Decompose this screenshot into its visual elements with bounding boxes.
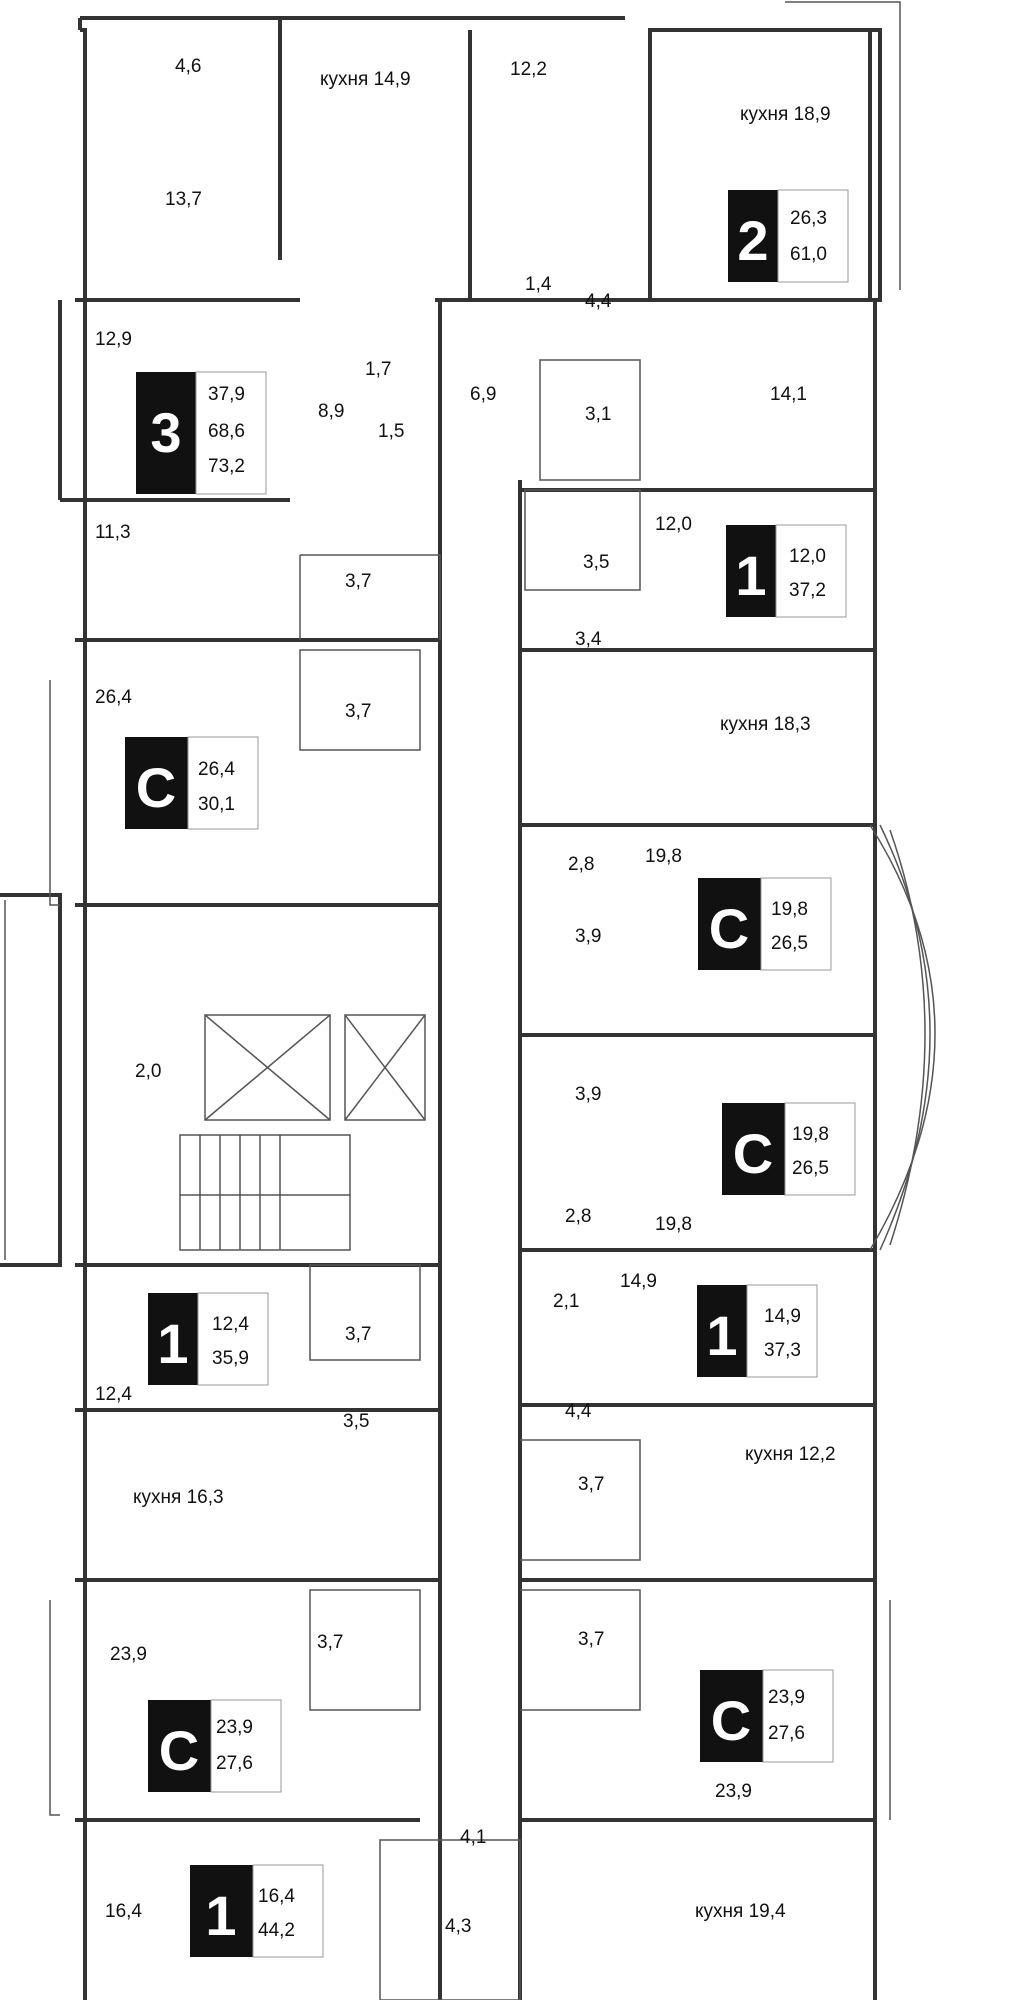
badge-area: 27,6	[216, 1753, 253, 1774]
badge-area: 35,9	[212, 1348, 249, 1369]
room-label: кухня 18,3	[720, 714, 811, 735]
badge-letter: С	[136, 756, 176, 819]
room-label: 19,8	[645, 846, 682, 867]
room-label: 23,9	[110, 1644, 147, 1665]
room-label: 3,1	[585, 404, 611, 425]
room-label: 8,9	[318, 401, 344, 422]
apartment-badge: С 23,9 27,6	[148, 1699, 282, 1793]
apartment-badge: 1 14,9 37,3	[697, 1284, 818, 1378]
room-label: кухня 16,3	[133, 1487, 224, 1508]
room-label: 4,4	[585, 291, 612, 312]
room-label: 3,9	[575, 926, 601, 947]
room-label: 16,4	[105, 1901, 142, 1922]
room-label: 1,7	[365, 359, 391, 380]
apartment-badge: С 23,9 27,6	[700, 1669, 834, 1763]
apartment-badge: С 19,8 26,5	[722, 1102, 856, 1196]
apartment-badges: 2 26,3 61,0 3 37,9 68,6 73,2 1 12,0 37,2…	[125, 189, 856, 1958]
badge-area: 30,1	[198, 794, 235, 815]
room-label: 12,4	[95, 1384, 132, 1405]
room-label: 3,4	[575, 629, 602, 650]
room-label: кухня 12,2	[745, 1444, 836, 1465]
room-label: 4,1	[460, 1827, 486, 1848]
apartment-badge: С 26,4 30,1	[125, 736, 259, 830]
apartment-badge: 1 12,0 37,2	[726, 524, 847, 618]
room-label: 3,7	[578, 1474, 604, 1495]
apartment-badge: 3 37,9 68,6 73,2	[136, 371, 267, 495]
room-label: 4,4	[565, 1401, 592, 1422]
room-labels: 4,6 кухня 14,9 12,2 кухня 18,9 13,7 1,4 …	[95, 56, 836, 1937]
badge-area: 27,6	[768, 1723, 805, 1744]
room-label: 23,9	[715, 1781, 752, 1802]
badge-letter: С	[709, 897, 749, 960]
room-label: 1,4	[525, 274, 552, 295]
room-label: 12,2	[510, 59, 547, 80]
room-label: 3,7	[578, 1629, 604, 1650]
badge-area: 26,5	[771, 933, 808, 954]
badge-area: 26,4	[198, 759, 235, 780]
elevator-2	[344, 1014, 426, 1121]
room-label: 2,1	[553, 1291, 579, 1312]
room-label: 2,8	[568, 854, 594, 875]
room-label: 3,5	[583, 552, 609, 573]
room-label: 3,7	[345, 701, 371, 722]
badge-area: 16,4	[258, 1886, 295, 1907]
room-label: 3,7	[345, 1324, 371, 1345]
badge-area: 23,9	[768, 1687, 805, 1708]
badge-letter: 2	[737, 209, 768, 272]
room-label: 3,9	[575, 1084, 601, 1105]
badge-area: 23,9	[216, 1717, 253, 1738]
badge-area: 14,9	[764, 1306, 801, 1327]
room-label: 4,3	[445, 1916, 471, 1937]
apartment-badge: 2 26,3 61,0	[728, 189, 849, 283]
badge-area: 37,2	[789, 580, 826, 601]
badge-area: 26,3	[790, 208, 827, 229]
staircase	[179, 1134, 351, 1251]
room-label: 1,5	[378, 421, 404, 442]
room-label: 12,0	[655, 514, 692, 535]
badge-letter: 1	[706, 1304, 737, 1367]
room-label: 3,5	[343, 1411, 369, 1432]
walls	[0, 1, 936, 2000]
apartment-badge: 1 16,4 44,2	[190, 1864, 324, 1958]
room-label: 3,7	[345, 571, 371, 592]
badge-area: 44,2	[258, 1920, 295, 1941]
badge-area: 68,6	[208, 421, 245, 442]
room-label: кухня 14,9	[320, 69, 411, 90]
room-label: 2,8	[565, 1206, 591, 1227]
room-label: 11,3	[95, 522, 131, 543]
badge-area: 37,9	[208, 384, 245, 405]
elevator-1	[204, 1014, 331, 1121]
badge-area: 37,3	[764, 1340, 801, 1361]
badge-area: 26,5	[792, 1158, 829, 1179]
room-label: 3,7	[317, 1632, 343, 1653]
badge-letter: С	[733, 1122, 773, 1185]
curved-balcony	[869, 824, 936, 1251]
badge-area: 61,0	[790, 244, 827, 265]
room-label: 14,9	[620, 1271, 657, 1292]
badge-area: 12,0	[789, 546, 826, 567]
room-label: кухня 18,9	[740, 104, 831, 125]
room-label: 2,0	[135, 1061, 161, 1082]
room-label: 19,8	[655, 1214, 692, 1235]
badge-area: 19,8	[771, 899, 808, 920]
apartment-badge: С 19,8 26,5	[698, 877, 832, 971]
badge-area: 12,4	[212, 1314, 249, 1335]
badge-letter: 1	[205, 1884, 236, 1947]
room-label: 13,7	[165, 189, 202, 210]
room-label: 14,1	[770, 384, 807, 405]
badge-letter: 1	[735, 544, 766, 607]
badge-area: 73,2	[208, 456, 245, 477]
room-label: кухня 19,4	[695, 1901, 786, 1922]
badge-area: 19,8	[792, 1124, 829, 1145]
badge-letter: С	[159, 1719, 199, 1782]
badge-letter: 1	[157, 1312, 188, 1375]
room-label: 12,9	[95, 329, 132, 350]
badge-letter: С	[711, 1689, 751, 1752]
room-label: 26,4	[95, 687, 132, 708]
room-label: 4,6	[175, 56, 201, 77]
badge-letter: 3	[150, 401, 181, 464]
apartment-badge: 1 12,4 35,9	[148, 1292, 269, 1386]
room-label: 6,9	[470, 384, 496, 405]
